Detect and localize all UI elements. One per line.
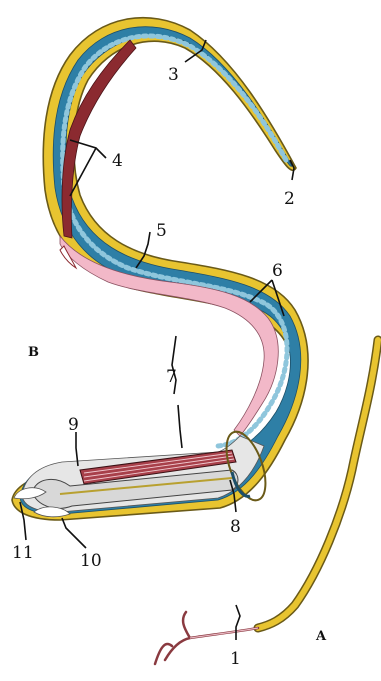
label-10: 10 bbox=[80, 551, 102, 571]
label-8: 8 bbox=[230, 517, 241, 537]
label-7: 7 bbox=[166, 367, 177, 387]
worm-a-thin-end bbox=[155, 612, 258, 664]
worm-a-thin-end-highlight bbox=[190, 628, 258, 638]
label-5: 5 bbox=[156, 221, 167, 241]
worm-a-body bbox=[258, 340, 378, 628]
label-1: 1 bbox=[230, 649, 241, 669]
leader-10 bbox=[62, 518, 86, 548]
leader-1 bbox=[236, 605, 240, 640]
panel-label-a: A bbox=[315, 629, 327, 644]
label-11: 11 bbox=[12, 543, 34, 563]
label-6: 6 bbox=[272, 261, 283, 281]
label-9: 9 bbox=[68, 415, 79, 435]
worm-a-body-outline bbox=[258, 340, 378, 628]
leader-7b bbox=[178, 405, 182, 448]
label-3: 3 bbox=[168, 65, 179, 85]
worm-b bbox=[12, 18, 308, 520]
label-4: 4 bbox=[112, 151, 123, 171]
panel-label-b: B bbox=[28, 345, 39, 360]
worm-b-muscle-layer bbox=[20, 27, 301, 514]
label-2: 2 bbox=[284, 189, 295, 209]
